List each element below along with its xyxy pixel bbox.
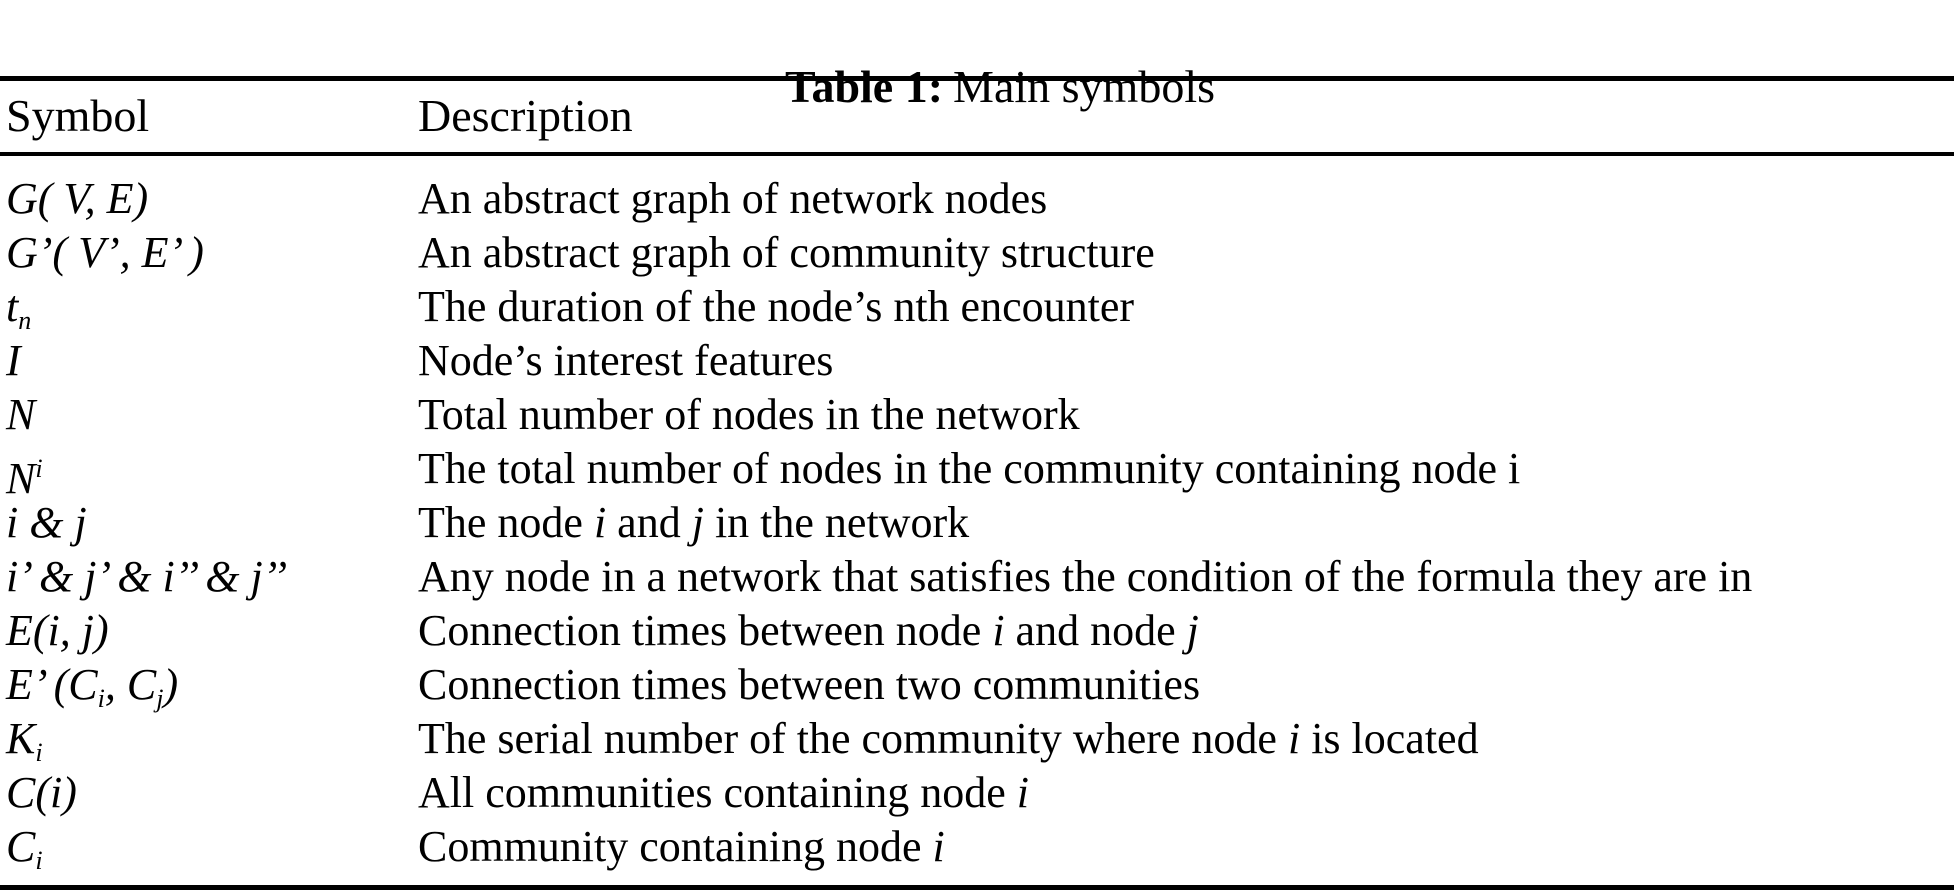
- table-row: G( V, E) An abstract graph of network no…: [0, 172, 1954, 226]
- text-segment: E’ (C: [6, 660, 98, 709]
- text-segment: E(i, j): [6, 606, 109, 655]
- text-segment: in the network: [703, 498, 970, 547]
- text-segment: An abstract graph of network nodes: [418, 174, 1048, 223]
- text-segment: and: [606, 498, 692, 547]
- text-segment: j: [156, 684, 164, 713]
- text-segment: N: [6, 454, 36, 503]
- symbol-cell: tn: [6, 280, 31, 348]
- description-cell: All communities containing node i: [418, 766, 1029, 820]
- text-segment: G( V, E): [6, 174, 149, 223]
- table-header-row: Symbol Description: [0, 84, 1954, 148]
- symbol-cell: C(i): [6, 766, 77, 820]
- text-segment: C: [6, 822, 36, 871]
- text-segment: i: [1287, 714, 1301, 763]
- text-segment: Connection times between node: [418, 606, 993, 655]
- table-row: E’ (Ci, Cj) Connection times between two…: [0, 658, 1954, 713]
- text-segment: n: [18, 306, 32, 335]
- text-segment: Any node in a network that satisfies the…: [418, 552, 1753, 601]
- description-cell: The total number of nodes in the communi…: [418, 442, 1520, 496]
- text-segment: i: [97, 684, 105, 713]
- table-row: i & j The node i and j in the network: [0, 496, 1954, 550]
- table-row: I Node’s interest features: [0, 334, 1954, 388]
- symbol-cell: I: [6, 334, 21, 388]
- text-segment: i: [35, 846, 43, 875]
- text-segment: An abstract graph of community structure: [418, 228, 1155, 277]
- description-cell: Connection times between node i and node…: [418, 604, 1199, 658]
- description-cell: An abstract graph of network nodes: [418, 172, 1047, 226]
- table-row: C(i) All communities containing node i: [0, 766, 1954, 820]
- text-segment: G’( V’, E’ ): [6, 228, 204, 277]
- text-segment: Total number of nodes in the network: [418, 390, 1080, 439]
- text-segment: Community containing node: [418, 822, 933, 871]
- text-segment: The node: [418, 498, 594, 547]
- table-title-number: Table 1:: [784, 61, 944, 112]
- text-segment: N: [6, 390, 36, 439]
- symbol-cell: Ki: [6, 712, 43, 780]
- symbol-cell: G( V, E): [6, 172, 148, 226]
- symbol-cell: i’ & j’ & i’’ & j’’: [6, 550, 287, 604]
- description-cell: Any node in a network that satisfies the…: [418, 550, 1752, 604]
- text-segment: i: [932, 822, 945, 871]
- table-title-text: Main symbols: [953, 61, 1216, 112]
- header-symbol: Symbol: [6, 90, 150, 141]
- description-cell: The serial number of the community where…: [418, 712, 1479, 766]
- table-row: N Total number of nodes in the network: [0, 388, 1954, 442]
- text-segment: ): [163, 660, 179, 709]
- table-row: i’ & j’ & i’’ & j’’ Any node in a networ…: [0, 550, 1954, 604]
- text-segment: I: [6, 336, 21, 385]
- symbol-cell: G’( V’, E’ ): [6, 226, 204, 280]
- text-segment: Node’s interest features: [418, 336, 834, 385]
- table-body: G( V, E) An abstract graph of network no…: [0, 172, 1954, 875]
- text-segment: i’ & j’ & i’’ & j’’: [6, 552, 288, 601]
- table-row: G’( V’, E’ ) An abstract graph of commun…: [0, 226, 1954, 280]
- table-row: Ki The serial number of the community wh…: [0, 712, 1954, 767]
- symbol-cell: i & j: [6, 496, 87, 550]
- symbol-cell: N: [6, 388, 35, 442]
- text-segment: i: [593, 498, 607, 547]
- text-segment: The total number of nodes in the communi…: [418, 444, 1521, 493]
- symbol-cell: E’ (Ci, Cj): [6, 658, 178, 726]
- text-segment: is located: [1300, 714, 1479, 763]
- symbol-cell: E(i, j): [6, 604, 109, 658]
- text-segment: t: [6, 282, 19, 331]
- text-segment: j: [691, 498, 704, 547]
- header-rule: [0, 152, 1954, 156]
- description-cell: An abstract graph of community structure: [418, 226, 1155, 280]
- text-segment: The duration of the node’s nth encounter: [418, 282, 1135, 331]
- header-description: Description: [418, 90, 633, 141]
- description-cell: Node’s interest features: [418, 334, 833, 388]
- text-segment: C(i): [6, 768, 77, 817]
- text-segment: All communities containing node: [418, 768, 1017, 817]
- text-segment: The serial number of the community where…: [418, 714, 1288, 763]
- text-segment: j: [1186, 606, 1199, 655]
- bottom-rule: [0, 885, 1954, 890]
- table-title: Table 1:Main symbols: [0, 0, 1954, 174]
- table-row: Ni The total number of nodes in the comm…: [0, 442, 1954, 503]
- text-segment: Connection times between two communities: [418, 660, 1201, 709]
- text-segment: K: [6, 714, 36, 763]
- description-cell: Community containing node i: [418, 820, 945, 874]
- text-segment: i & j: [6, 498, 87, 547]
- text-segment: i: [1016, 768, 1030, 817]
- table-row: Ci Community containing node i: [0, 820, 1954, 875]
- table-row: E(i, j) Connection times between node i …: [0, 604, 1954, 658]
- description-cell: Total number of nodes in the network: [418, 388, 1080, 442]
- description-cell: The node i and j in the network: [418, 496, 969, 550]
- description-cell: Connection times between two communities: [418, 658, 1200, 712]
- table-row: tn The duration of the node’s nth encoun…: [0, 280, 1954, 335]
- top-rule: [0, 76, 1954, 81]
- symbol-cell: Ni: [6, 442, 43, 506]
- text-segment: i: [35, 738, 43, 767]
- text-segment: , C: [104, 660, 157, 709]
- text-segment: and node: [1004, 606, 1187, 655]
- symbol-cell: Ci: [6, 820, 43, 888]
- text-segment: i: [992, 606, 1005, 655]
- text-segment: i: [35, 454, 43, 483]
- description-cell: The duration of the node’s nth encounter: [418, 280, 1134, 334]
